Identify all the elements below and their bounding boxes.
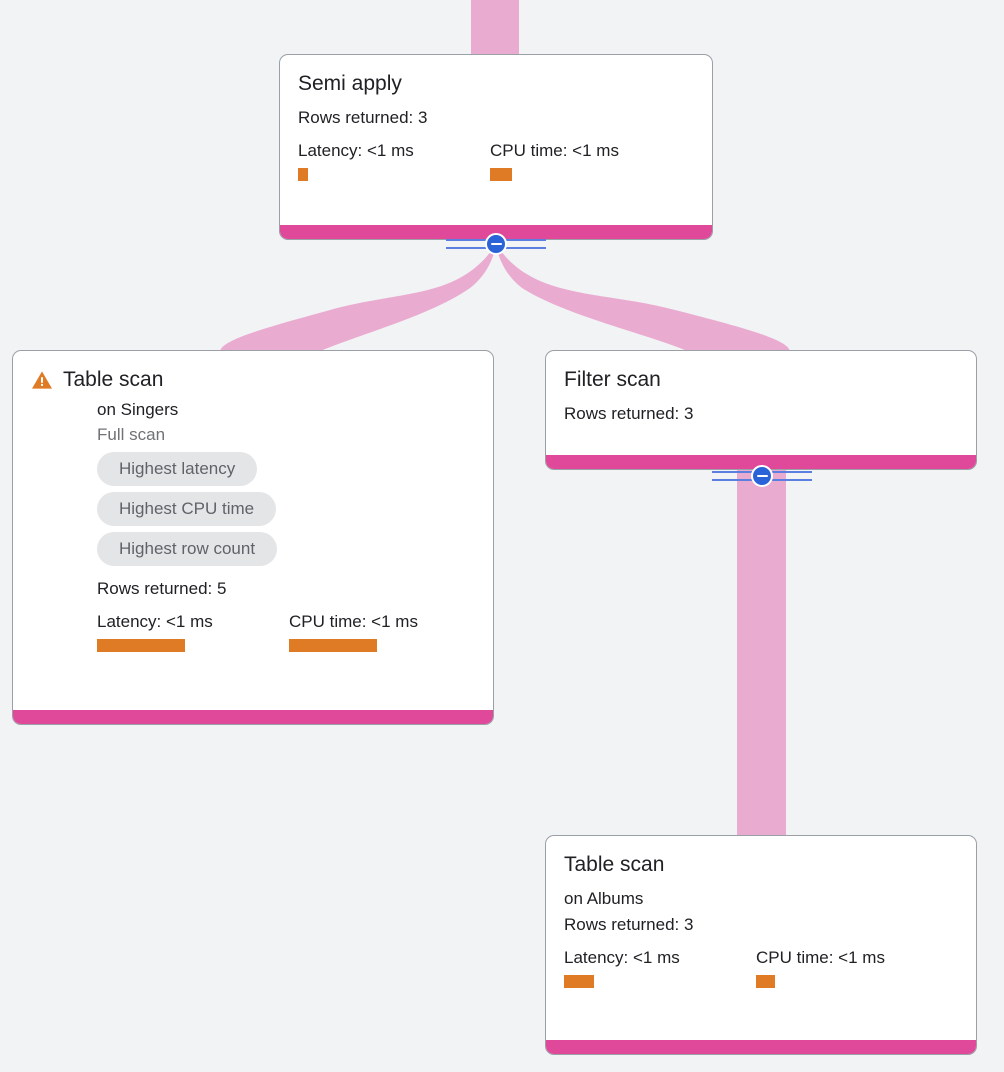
metric-cpu-time: CPU time: <1 ms — [289, 611, 418, 652]
node-semi-apply[interactable]: Semi apply Rows returned: 3 Latency: <1 … — [279, 54, 713, 240]
metric-cpu-time-bar — [490, 168, 512, 181]
chip-highest-latency[interactable]: Highest latency — [97, 452, 258, 486]
metric-latency-bar — [298, 168, 308, 181]
metric-cpu-time-label: CPU time: <1 ms — [756, 948, 885, 967]
metric-latency-label: Latency: <1 ms — [298, 141, 414, 160]
metric-cpu-time: CPU time: <1 ms — [490, 140, 619, 181]
chip-highest-cpu-time[interactable]: Highest CPU time — [97, 492, 277, 526]
rows-returned: Rows returned: 5 — [97, 579, 227, 598]
node-table-scan-albums[interactable]: Table scan on Albums Rows returned: 3 La… — [545, 835, 977, 1055]
chip-wrap: Highest row count — [97, 532, 475, 572]
node-filter-scan-body: Filter scan Rows returned: 3 — [546, 351, 976, 455]
chip-highest-row-count[interactable]: Highest row count — [97, 532, 278, 566]
collapse-handle-semi-apply[interactable] — [446, 232, 546, 256]
node-footer — [546, 1040, 976, 1054]
node-filter-scan-title-row: Filter scan — [564, 367, 958, 393]
node-footer — [280, 225, 712, 239]
node-semi-apply-metrics: Latency: <1 ms CPU time: <1 ms — [298, 140, 694, 181]
edge-semi-apply-to-table-scan-singers — [220, 244, 496, 352]
node-table-scan-albums-body: Table scan on Albums Rows returned: 3 La… — [546, 836, 976, 1040]
node-table-scan-singers[interactable]: Table scan on Singers Full scan Highest … — [12, 350, 494, 725]
node-scan-type: Full scan — [97, 425, 166, 444]
chip-wrap: Highest CPU time — [97, 492, 475, 532]
node-table-scan-albums-metrics: Latency: <1 ms CPU time: <1 ms — [564, 947, 958, 988]
node-footer — [13, 710, 493, 724]
rows-returned: Rows returned: 3 — [564, 404, 694, 423]
metric-latency-label: Latency: <1 ms — [97, 612, 213, 631]
node-subtitle: on Singers — [97, 400, 179, 419]
node-filter-scan[interactable]: Filter scan Rows returned: 3 — [545, 350, 977, 470]
minus-circle-icon[interactable] — [751, 465, 773, 487]
metric-cpu-time-label: CPU time: <1 ms — [289, 612, 418, 631]
rows-returned: Rows returned: 3 — [564, 915, 694, 934]
metric-latency-label: Latency: <1 ms — [564, 948, 680, 967]
node-title: Table scan — [63, 368, 164, 391]
metric-cpu-time-bar — [289, 639, 377, 652]
node-table-scan-albums-title-row: Table scan — [564, 852, 958, 878]
node-chips: Highest latency Highest CPU time Highest… — [97, 452, 475, 572]
chip-wrap: Highest latency — [97, 452, 475, 492]
node-table-scan-singers-metrics: Latency: <1 ms CPU time: <1 ms — [97, 611, 475, 652]
node-title: Semi apply — [298, 72, 402, 95]
warning-triangle-icon — [32, 371, 52, 389]
metric-latency: Latency: <1 ms — [97, 611, 289, 652]
node-semi-apply-title-row: Semi apply — [298, 71, 694, 97]
metric-latency: Latency: <1 ms — [564, 947, 756, 988]
rows-returned: Rows returned: 3 — [298, 108, 428, 127]
node-footer — [546, 455, 976, 469]
metric-latency-bar — [97, 639, 185, 652]
edge-filter-scan-to-table-scan-albums — [737, 468, 786, 844]
metric-cpu-time-label: CPU time: <1 ms — [490, 141, 619, 160]
minus-circle-icon[interactable] — [485, 233, 507, 255]
node-title: Filter scan — [564, 368, 661, 391]
edge-root-to-semi-apply — [471, 0, 519, 54]
node-title: Table scan — [564, 853, 665, 876]
node-table-scan-singers-body: Table scan on Singers Full scan Highest … — [13, 351, 493, 710]
metric-cpu-time-bar — [756, 975, 775, 988]
node-table-scan-singers-details: on Singers Full scan Highest latency Hig… — [31, 397, 475, 652]
node-semi-apply-body: Semi apply Rows returned: 3 Latency: <1 … — [280, 55, 712, 225]
metric-latency: Latency: <1 ms — [298, 140, 490, 181]
collapse-handle-filter-scan[interactable] — [712, 464, 812, 488]
node-subtitle: on Albums — [564, 889, 644, 908]
metric-latency-bar — [564, 975, 594, 988]
edge-semi-apply-to-filter-scan — [496, 244, 790, 352]
metric-cpu-time: CPU time: <1 ms — [756, 947, 885, 988]
node-table-scan-singers-title-row: Table scan — [31, 367, 475, 393]
